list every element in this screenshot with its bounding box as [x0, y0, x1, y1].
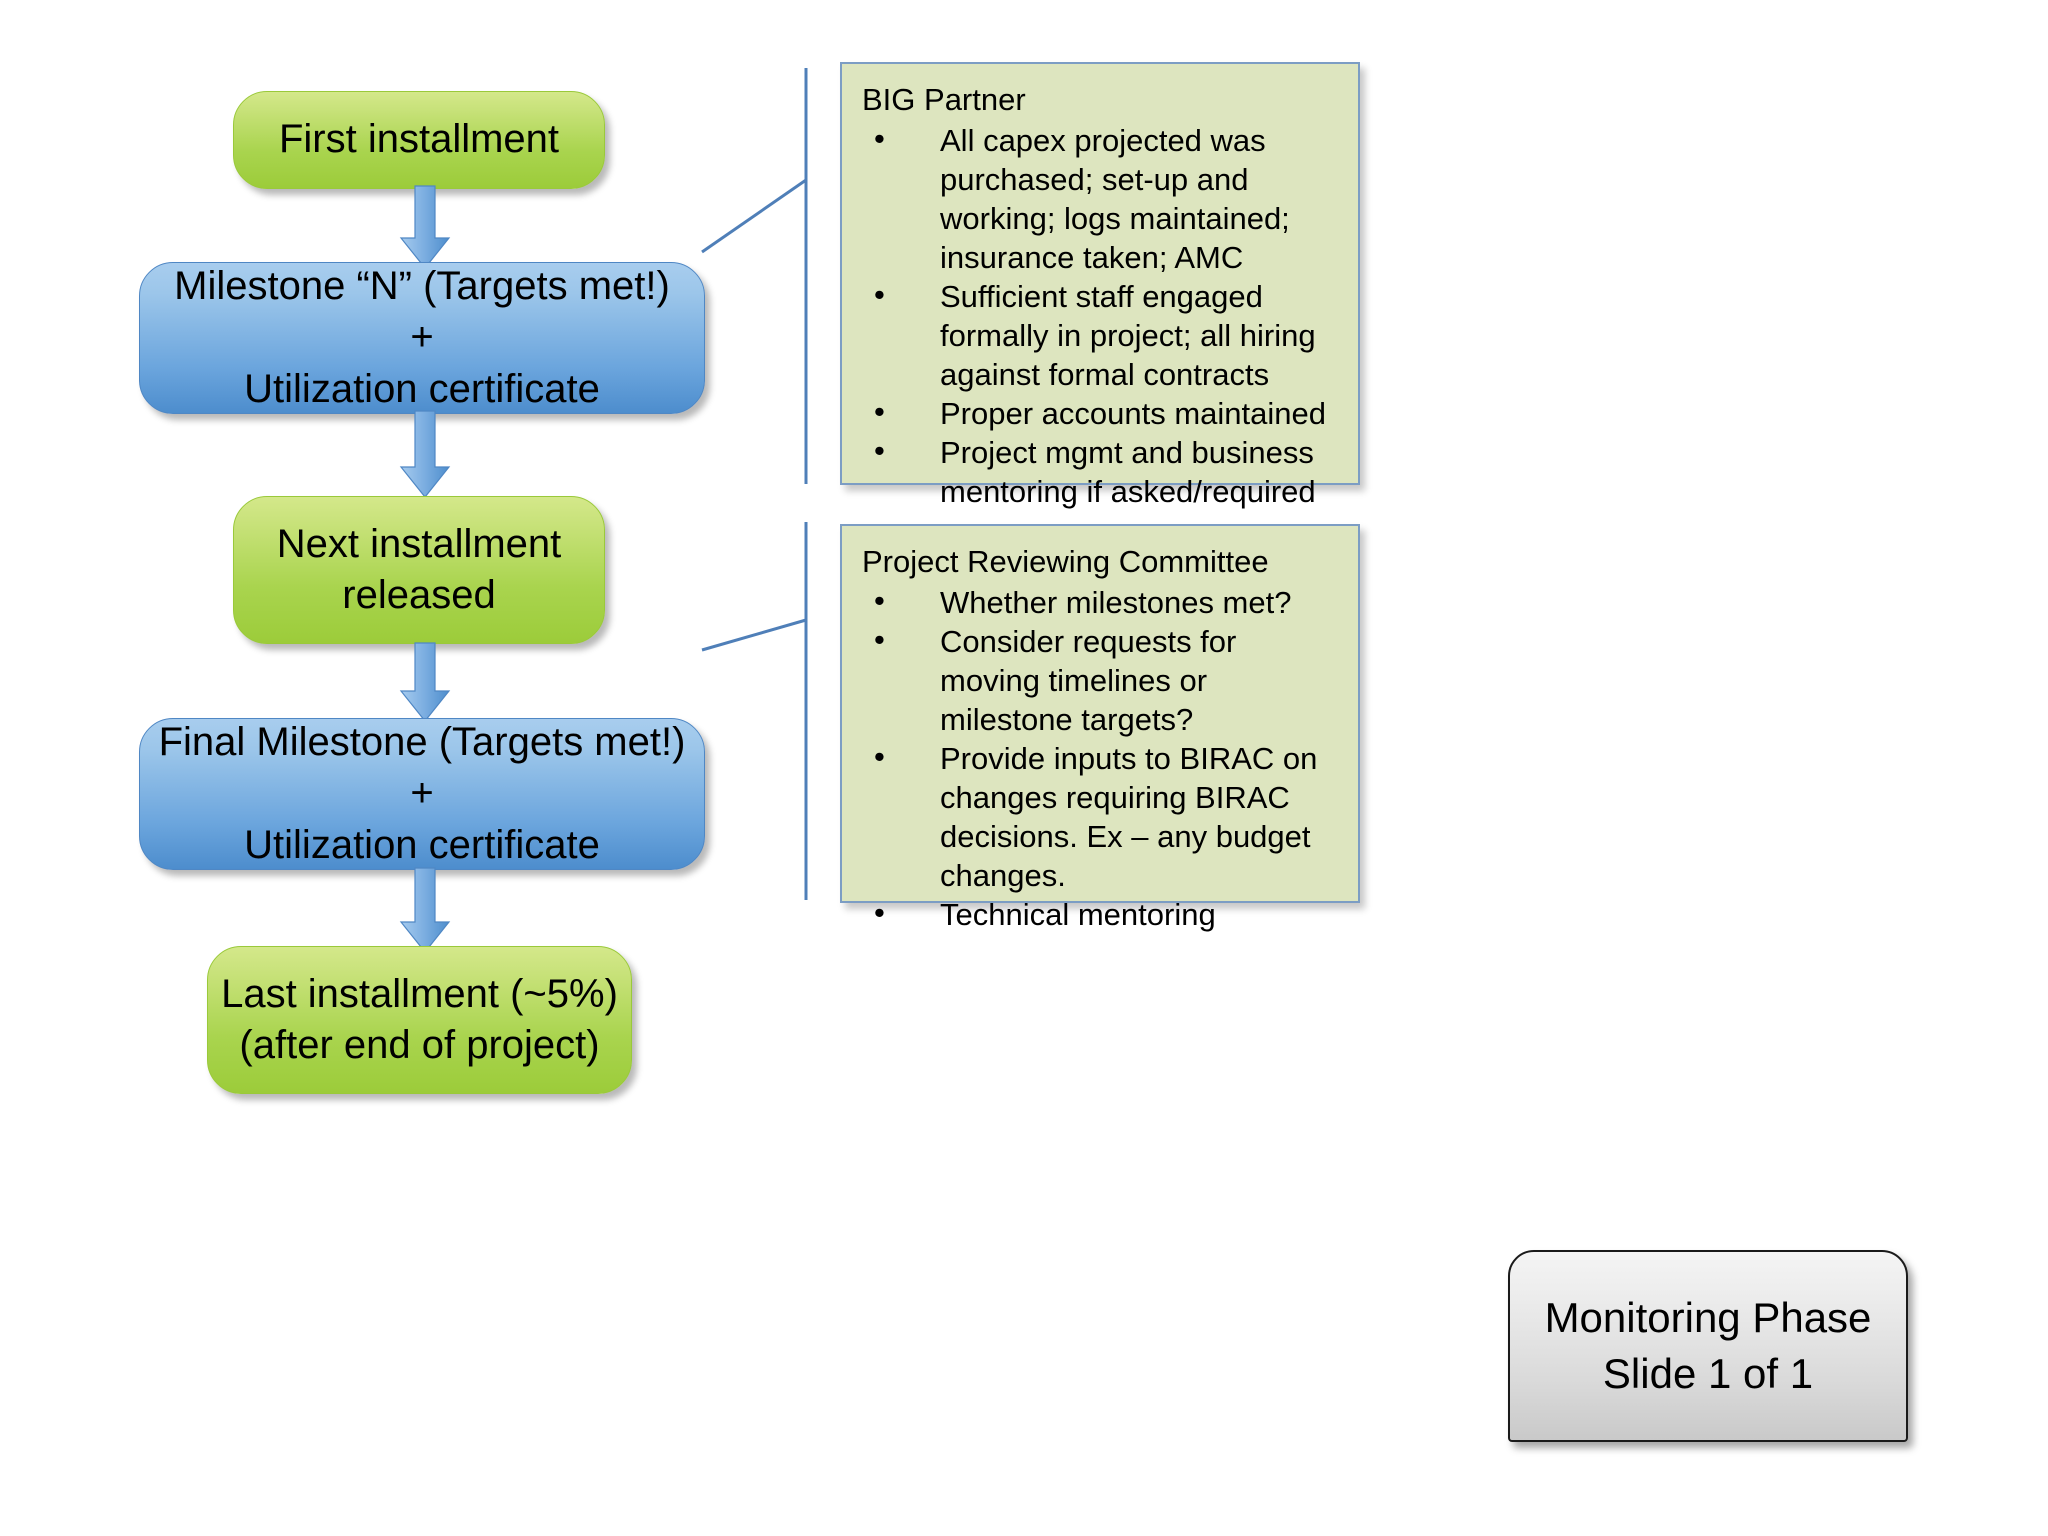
flow-node-line: +: [410, 315, 434, 360]
bullet-glyph: •: [874, 394, 885, 430]
flow-node-last-installment[interactable]: Last installment (~5%) (after end of pro…: [207, 946, 632, 1094]
list-item: • Proper accounts maintained: [860, 394, 1340, 433]
bullet-glyph: •: [874, 277, 885, 313]
list-item-text: Consider requests for moving timelines o…: [940, 624, 1237, 738]
list-item-text: Technical mentoring: [940, 897, 1216, 933]
flow-node-milestone-n[interactable]: Milestone “N” (Targets met!) + Utilizati…: [139, 262, 705, 414]
plaque-line-title: Monitoring Phase: [1544, 1294, 1872, 1342]
arrow-final-to-last: [397, 867, 453, 954]
list-item: • Provide inputs to BIRAC on changes req…: [860, 739, 1340, 895]
list-item: • Consider requests for moving timelines…: [860, 622, 1340, 739]
list-item: • Technical mentoring: [860, 895, 1340, 934]
bullet-glyph: •: [874, 895, 885, 931]
bullet-glyph: •: [874, 622, 885, 658]
callout-bullet-list: • Whether milestones met? • Consider req…: [860, 583, 1340, 934]
arrow-milestone-to-next: [397, 410, 453, 499]
bullet-glyph: •: [874, 433, 885, 469]
callout-project-reviewing-committee[interactable]: Project Reviewing Committee • Whether mi…: [840, 524, 1360, 932]
leader-line-big-partner: [700, 60, 1120, 490]
flow-node-final-milestone[interactable]: Final Milestone (Targets met!) + Utiliza…: [139, 718, 705, 870]
plaque-line-slide-number: Slide 1 of 1: [1602, 1350, 1814, 1397]
callout-title: Project Reviewing Committee: [862, 544, 1269, 579]
flow-node-first-installment[interactable]: First installment: [233, 91, 605, 189]
list-item: • All capex projected was purchased; set…: [860, 121, 1340, 277]
flow-node-line: +: [410, 771, 434, 816]
arrow-next-to-final: [397, 642, 453, 723]
list-item: • Sufficient staff engaged formally in p…: [860, 277, 1340, 394]
leader-line-project-reviewing-committee: [700, 516, 1120, 916]
callout-title: BIG Partner: [862, 82, 1026, 117]
list-item-text: Project mgmt and business mentoring if a…: [940, 435, 1316, 510]
callout-bullet-list: • All capex projected was purchased; set…: [860, 121, 1340, 511]
list-item: • Whether milestones met?: [860, 583, 1340, 622]
list-item-text: Proper accounts maintained: [940, 396, 1327, 432]
list-item-text: All capex projected was purchased; set-u…: [940, 123, 1290, 276]
flow-node-line: First installment: [278, 117, 560, 162]
list-item-text: Sufficient staff engaged formally in pro…: [940, 279, 1316, 393]
list-item: • Project mgmt and business mentoring if…: [860, 433, 1340, 511]
bullet-glyph: •: [874, 583, 885, 619]
flow-node-line: Utilization certificate: [244, 366, 600, 411]
flow-node-line: Next installment: [276, 521, 562, 566]
bullet-glyph: •: [874, 739, 885, 775]
callout-big-partner[interactable]: BIG Partner • All capex projected was pu…: [840, 62, 1360, 509]
flow-node-line: Milestone “N” (Targets met!): [174, 264, 670, 309]
arrow-first-to-milestone: [397, 185, 453, 270]
list-item-text: Provide inputs to BIRAC on changes requi…: [940, 741, 1318, 894]
flow-node-line: Last installment (~5%): [221, 971, 618, 1016]
monitoring-phase-plaque[interactable]: Monitoring Phase Slide 1 of 1: [1508, 1250, 1908, 1442]
flow-node-line: released: [342, 573, 496, 617]
list-item-text: Whether milestones met?: [940, 585, 1292, 621]
bullet-glyph: •: [874, 121, 885, 157]
flow-node-line: Final Milestone (Targets met!): [158, 720, 686, 765]
flow-node-line: Utilization certificate: [244, 822, 600, 867]
flow-node-line: (after end of project): [239, 1023, 600, 1067]
flow-node-next-installment[interactable]: Next installment released: [233, 496, 605, 644]
